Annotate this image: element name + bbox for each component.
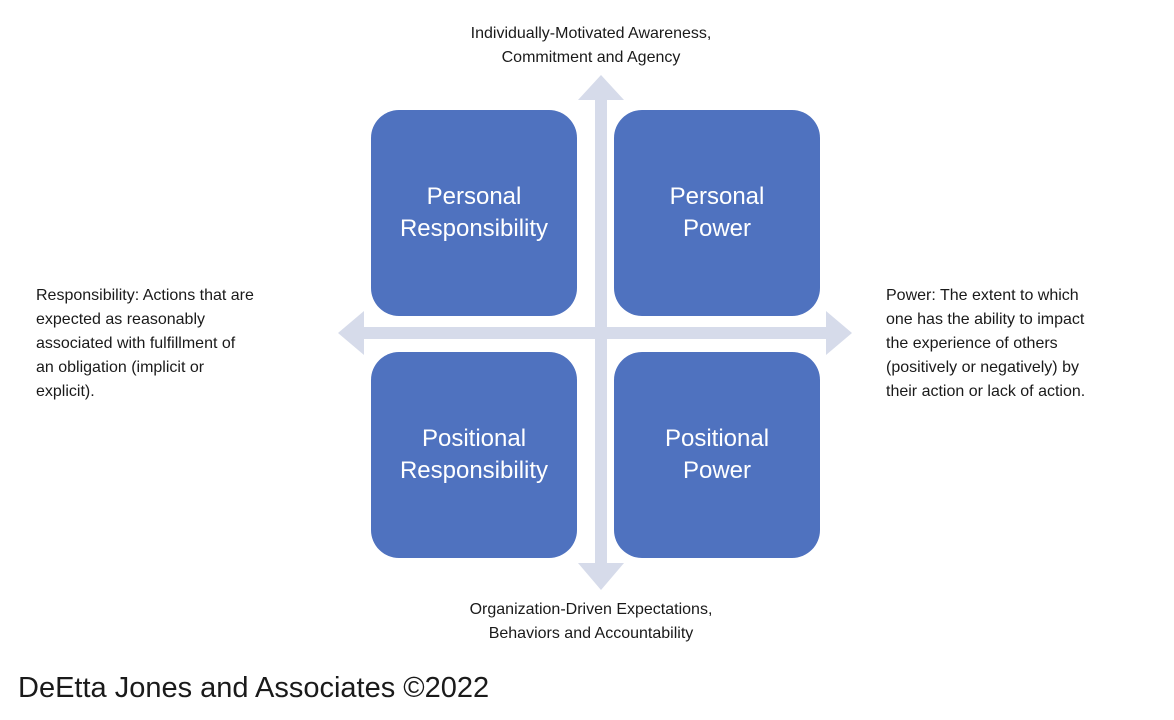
quadrant-label-line: Responsibility — [399, 215, 549, 242]
axis-label-line: Power: The extent to which — [886, 287, 1079, 304]
axis-label-line: (positively or negatively) by — [886, 359, 1079, 376]
quadrant-label-line: Power — [682, 457, 752, 484]
bottom-axis-label: Organization-Driven Expectations, Behavi… — [400, 598, 782, 646]
horizontal-axis-arrow — [338, 311, 852, 355]
axis-label-line: an obligation (implicit or — [36, 359, 205, 376]
axis-label-line: Responsibility: Actions that are — [36, 287, 254, 304]
axis-label-line: Individually-Motivated Awareness, — [470, 25, 712, 42]
top-axis-label: Individually-Motivated Awareness, Commit… — [400, 22, 782, 70]
axis-label-line: Commitment and Agency — [501, 49, 681, 66]
quadrant-label-line: Positional — [421, 425, 527, 452]
quadrant-positional-power: Positional Power — [614, 352, 820, 558]
axis-label-line: associated with fulfillment of — [36, 335, 236, 352]
quadrant-label-line: Personal — [669, 183, 765, 210]
quadrant-label-line: Personal — [426, 183, 522, 210]
left-axis-label: Responsibility: Actions that are expecte… — [36, 284, 336, 404]
copyright-footer: DeEtta Jones and Associates ©2022 — [18, 672, 490, 704]
axis-label-line: their action or lack of action. — [886, 383, 1086, 400]
axis-label-line: one has the ability to impact — [886, 311, 1085, 328]
quadrant-positional-responsibility: Positional Responsibility — [371, 352, 577, 558]
axis-label-line: Behaviors and Accountability — [488, 625, 694, 642]
quadrant-label-line: Power — [682, 215, 752, 242]
quadrant-personal-responsibility: Personal Responsibility — [371, 110, 577, 316]
quadrant-label-line: Responsibility — [399, 457, 549, 484]
axis-label-line: the experience of others — [886, 335, 1058, 352]
axis-label-line: explicit). — [36, 383, 95, 400]
axis-label-line: Organization-Driven Expectations, — [469, 601, 713, 618]
quadrant-personal-power: Personal Power — [614, 110, 820, 316]
right-axis-label: Power: The extent to which one has the a… — [886, 284, 1166, 404]
axis-label-line: expected as reasonably — [36, 311, 205, 328]
quadrant-label-line: Positional — [664, 425, 770, 452]
